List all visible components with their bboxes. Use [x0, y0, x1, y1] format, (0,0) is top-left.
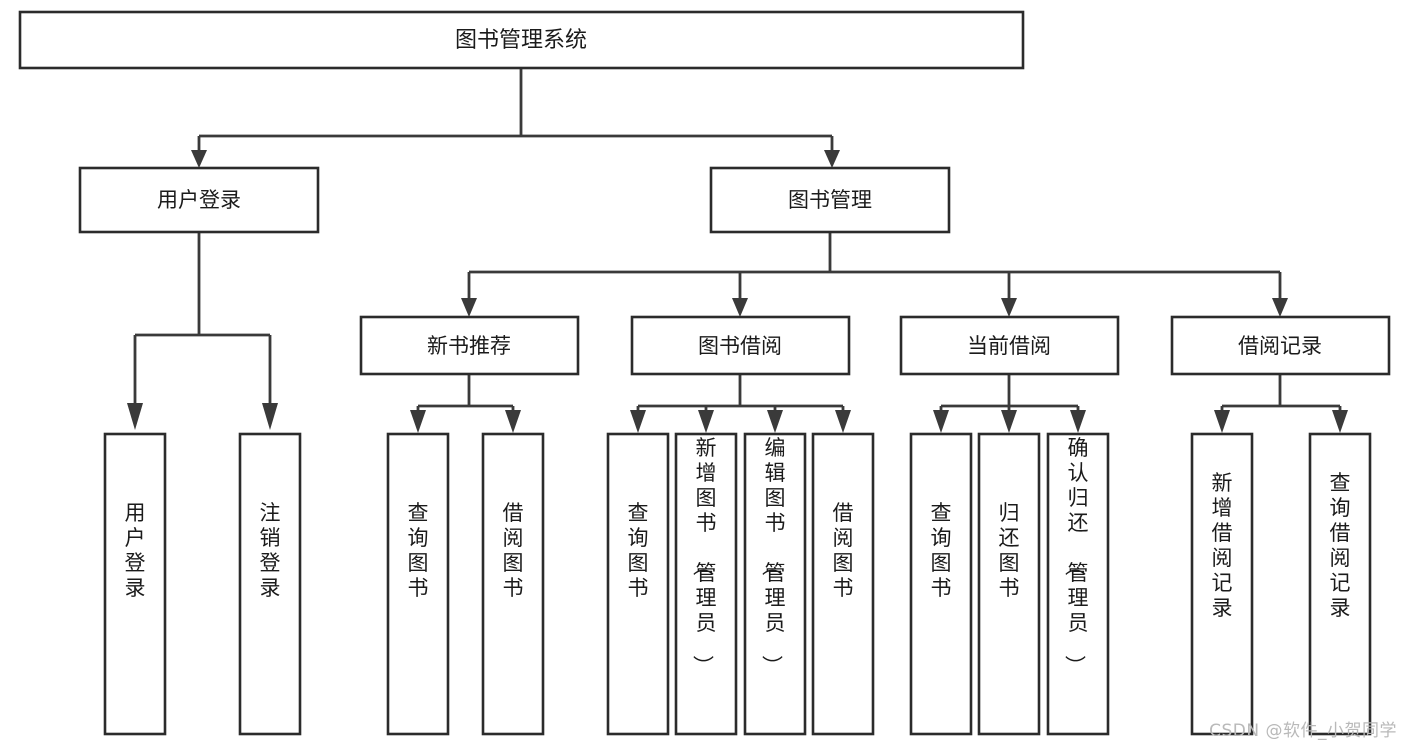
node-new-book-recommend-box[interactable]	[359, 315, 580, 376]
arrow-head-leaf-query-record	[1332, 410, 1348, 433]
node-leaf-confirm-return-label: 确认归还（管理员）	[1063, 436, 1089, 676]
arrow-head-leaf-add-book	[698, 410, 714, 433]
node-leaf-user-logout-label: 注销登录	[260, 501, 281, 600]
node-leaf-add-record-label: 新增借阅记录	[1212, 471, 1233, 620]
node-leaf-add-record-box[interactable]	[1190, 432, 1254, 736]
node-leaf-borrow-book-2-label: 借阅图书	[833, 501, 854, 600]
node-leaf-user-login[interactable]: 用户登录	[103, 432, 167, 736]
node-leaf-query-book-3[interactable]: 查询图书	[909, 432, 973, 736]
node-leaf-confirm-return-box[interactable]	[1046, 432, 1110, 736]
arrow-head-leaf-user-logout	[262, 403, 278, 430]
arrow-head-leaf-query-book-2	[630, 410, 646, 433]
arrow-head-book-borrow	[732, 298, 748, 317]
node-leaf-query-record[interactable]: 查询借阅记录	[1308, 432, 1372, 736]
node-book-borrow-box[interactable]	[630, 315, 851, 376]
node-new-book-recommend-label: 新书推荐	[427, 334, 511, 358]
arrow-head-leaf-query-book-3	[933, 410, 949, 433]
arrow-head-borrow-record	[1272, 298, 1288, 317]
node-new-book-recommend[interactable]: 新书推荐	[359, 315, 580, 376]
node-leaf-add-record[interactable]: 新增借阅记录	[1190, 432, 1254, 736]
node-book-borrow-label: 图书借阅	[698, 334, 782, 358]
arrow-head-leaf-borrow-book-2	[835, 410, 851, 433]
node-leaf-borrow-book-2-box[interactable]	[811, 432, 875, 736]
node-leaf-return-book-label: 归还图书	[999, 501, 1020, 600]
connector-group	[127, 68, 1348, 433]
node-borrow-record-box[interactable]	[1170, 315, 1391, 376]
node-leaf-borrow-book-1[interactable]: 借阅图书	[481, 432, 545, 736]
node-leaf-user-logout[interactable]: 注销登录	[238, 432, 302, 736]
node-leaf-query-book-1[interactable]: 查询图书	[386, 432, 450, 736]
node-leaf-query-book-3-box[interactable]	[909, 432, 973, 736]
node-leaf-query-book-1-label: 查询图书	[408, 501, 429, 600]
node-leaf-borrow-book-2[interactable]: 借阅图书	[811, 432, 875, 736]
arrow-head-book-manage	[824, 150, 840, 168]
arrow-head-leaf-query-book-1	[410, 410, 426, 433]
node-leaf-query-book-2[interactable]: 查询图书	[606, 432, 670, 736]
node-current-borrow-box[interactable]	[899, 315, 1120, 376]
node-leaf-confirm-return[interactable]: 确认归还（管理员）	[1046, 432, 1110, 736]
node-root[interactable]: 图书管理系统	[18, 10, 1025, 70]
node-leaf-query-book-2-box[interactable]	[606, 432, 670, 736]
node-borrow-record[interactable]: 借阅记录	[1170, 315, 1391, 376]
arrow-head-leaf-edit-book	[767, 410, 783, 433]
node-leaf-query-record-label: 查询借阅记录	[1330, 471, 1351, 620]
node-root-label: 图书管理系统	[455, 28, 587, 53]
node-leaf-user-login-box[interactable]	[103, 432, 167, 736]
arrow-head-new-book	[461, 298, 477, 317]
node-leaf-query-book-2-label: 查询图书	[628, 501, 649, 600]
node-book-manage[interactable]: 图书管理	[709, 166, 951, 234]
node-leaf-add-book[interactable]: 新增图书（管理员）	[674, 432, 738, 736]
node-book-borrow[interactable]: 图书借阅	[630, 315, 851, 376]
arrow-head-leaf-return-book	[1001, 410, 1017, 433]
node-leaf-edit-book-box[interactable]	[743, 432, 807, 736]
node-current-borrow[interactable]: 当前借阅	[899, 315, 1120, 376]
node-leaf-edit-book-label: 编辑图书（管理员）	[760, 436, 786, 676]
node-leaf-add-book-label: 新增图书（管理员）	[691, 436, 717, 676]
node-current-borrow-label: 当前借阅	[967, 334, 1051, 358]
arrow-head-leaf-borrow-book-1	[505, 410, 521, 433]
arrow-head-current-borrow	[1001, 298, 1017, 317]
node-root-box[interactable]	[18, 10, 1025, 70]
node-leaf-borrow-book-1-label: 借阅图书	[503, 501, 524, 600]
arrow-head-leaf-confirm-return	[1070, 410, 1086, 433]
node-leaf-add-book-box[interactable]	[674, 432, 738, 736]
node-leaf-user-logout-box[interactable]	[238, 432, 302, 736]
node-user-login[interactable]: 用户登录	[78, 166, 320, 234]
node-leaf-borrow-book-1-box[interactable]	[481, 432, 545, 736]
node-user-login-label: 用户登录	[157, 188, 241, 212]
node-borrow-record-label: 借阅记录	[1238, 334, 1322, 358]
node-user-login-box[interactable]	[78, 166, 320, 234]
arrow-head-leaf-add-record	[1214, 410, 1230, 433]
node-leaf-user-login-label: 用户登录	[125, 501, 146, 600]
node-leaf-return-book[interactable]: 归还图书	[977, 432, 1041, 736]
node-book-manage-box[interactable]	[709, 166, 951, 234]
node-leaf-query-record-box[interactable]	[1308, 432, 1372, 736]
node-leaf-edit-book[interactable]: 编辑图书（管理员）	[743, 432, 807, 736]
node-leaf-return-book-box[interactable]	[977, 432, 1041, 736]
node-leaf-query-book-3-label: 查询图书	[931, 501, 952, 600]
arrow-head-user-login	[191, 150, 207, 168]
node-leaf-query-book-1-box[interactable]	[386, 432, 450, 736]
node-book-manage-label: 图书管理	[788, 188, 872, 212]
arrow-head-leaf-user-login	[127, 403, 143, 430]
